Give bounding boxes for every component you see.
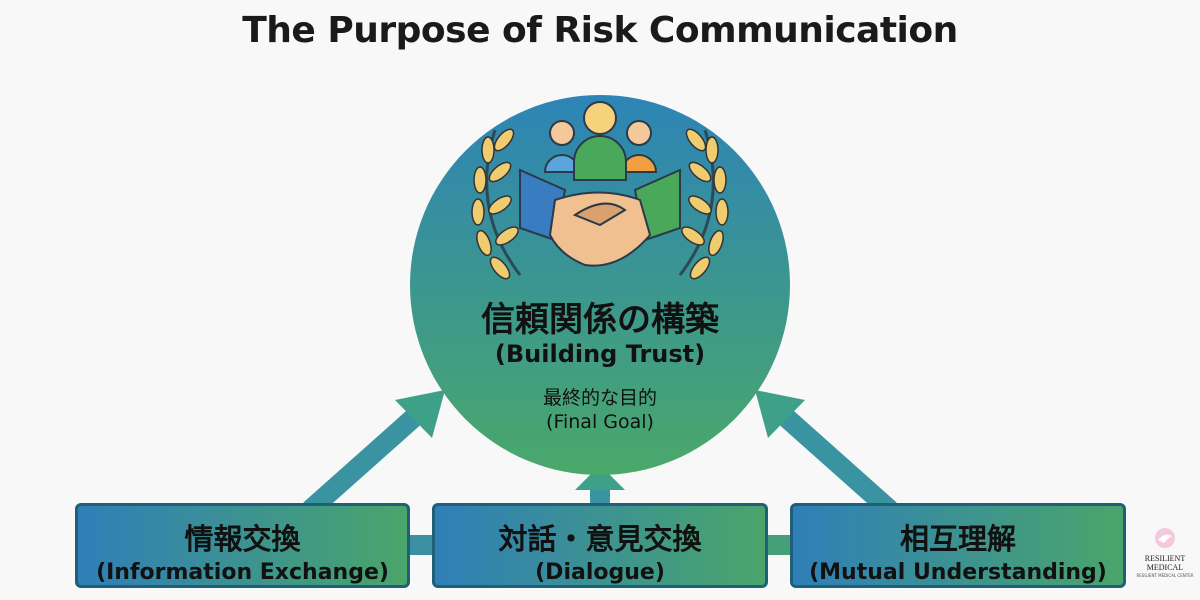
goal-subtitle-en: (Final Goal): [546, 411, 654, 433]
laurel-right-icon: [678, 128, 729, 280]
logo-sub: RESILIENT MEDICAL CENTER: [1136, 573, 1194, 578]
people-icon: [543, 101, 658, 181]
box-dialogue: 対話・意見交換 (Dialogue): [432, 503, 768, 588]
goal-circle: [410, 95, 790, 475]
laurel-left-icon: [471, 128, 522, 280]
connector: [405, 535, 435, 555]
box-information-exchange: 情報交換 (Information Exchange): [75, 503, 410, 588]
dove-icon: [1155, 528, 1175, 548]
brand-logo: RESILIENT MEDICAL RESILIENT MEDICAL CENT…: [1132, 528, 1198, 578]
goal-title-jp: 信頼関係の構築: [481, 300, 719, 340]
box-label-en: (Dialogue): [535, 560, 665, 585]
logo-name: RESILIENT MEDICAL: [1144, 554, 1186, 572]
goal-title-en: (Building Trust): [494, 340, 706, 368]
goal-subtitle-jp: 最終的な目的: [542, 387, 657, 409]
connector: [765, 535, 795, 555]
box-label-jp: 情報交換: [184, 522, 301, 556]
diagram-title: The Purpose of Risk Communication: [242, 10, 958, 51]
box-label-jp: 対話・意見交換: [498, 522, 702, 556]
box-label-en: (Information Exchange): [96, 560, 389, 585]
box-label-jp: 相互理解: [899, 522, 1016, 556]
box-label-en: (Mutual Understanding): [809, 560, 1107, 585]
handshake-icon: [519, 168, 681, 267]
arrow-right: [755, 390, 897, 518]
arrow-left: [303, 390, 445, 518]
box-mutual-understanding: 相互理解 (Mutual Understanding): [790, 503, 1126, 588]
